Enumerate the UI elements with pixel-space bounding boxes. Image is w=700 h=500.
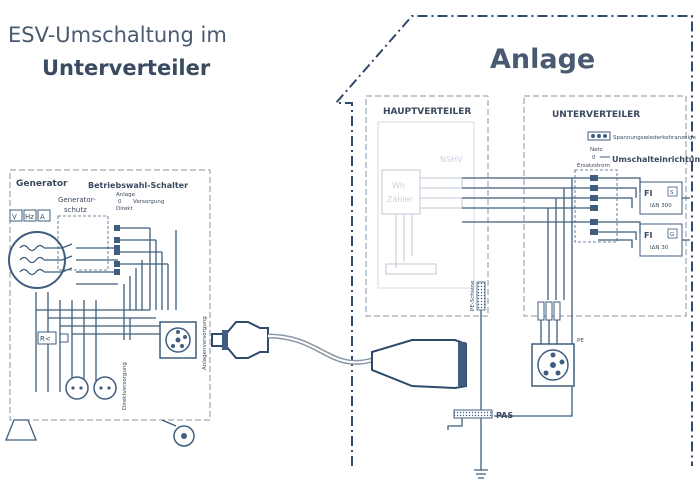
mode-direct: Direkt	[116, 206, 133, 212]
mode-zero: 0	[118, 199, 122, 205]
pe-rail	[476, 281, 486, 311]
rcd-30-tag: G	[670, 232, 674, 238]
opt-grid: Netz	[590, 147, 603, 153]
switchover-label: Umschalteinrichtung	[612, 155, 700, 164]
energy-meter-line2: Zähler	[387, 195, 414, 204]
gen-protection-line2: schutz	[64, 206, 87, 214]
sub-distribution: UNTERVERTEILER Spannungswiederkehranzeig…	[462, 95, 700, 387]
pe-label: PE	[577, 338, 584, 344]
rcd-300-rating: IΔN 300	[650, 203, 672, 209]
pas-label: PAS	[496, 411, 513, 420]
plant-supply-label: Anlagenversorgung	[202, 316, 208, 370]
opt-backup: Ersatzstrom	[577, 163, 610, 169]
relay	[37, 331, 57, 345]
mode-plant: Anlage	[116, 192, 136, 198]
main-distribution-label: HAUPTVERTEILER	[383, 107, 471, 117]
outlet-2	[93, 376, 117, 400]
rcd-300-tag: S	[670, 190, 674, 196]
title-line2: Unterverteiler	[42, 56, 211, 80]
opt-zero: 0	[592, 155, 596, 161]
energy-meter	[381, 169, 421, 215]
ground-icon	[474, 469, 488, 479]
plug	[211, 321, 269, 359]
plant-outline	[333, 15, 693, 466]
gen-protection-line1: Generator-	[58, 196, 96, 204]
rcd-30-rating: IΔN 30	[650, 245, 669, 251]
outlet-1	[65, 376, 89, 400]
pas: PAS	[447, 310, 573, 479]
mode-supply: Versorgung	[133, 199, 164, 205]
voltage-indicator-label: Spannungswiederkehranzeige	[613, 135, 696, 141]
sub-distribution-label: UNTERVERTEILER	[552, 110, 640, 120]
mode-switch-label: Betriebswahl-Schalter	[88, 181, 188, 190]
main-distribution: HAUPTVERTEILER NSHV Wh Zähler PE-Schiene	[365, 95, 489, 317]
rcd-30-name: FI	[644, 231, 652, 240]
meter-amp: A	[40, 213, 45, 221]
meter-hertz: Hz	[25, 213, 34, 221]
main-distribution-ghost: NSHV	[440, 155, 463, 164]
pe-rail-label: PE-Schiene	[470, 280, 476, 311]
cable-assembly	[211, 321, 467, 390]
title-line1: ESV-Umschaltung im	[8, 23, 227, 47]
energy-meter-line1: Wh	[392, 181, 405, 190]
coupler	[371, 339, 467, 390]
generator: Generator Betriebswahl-Schalter Anlage 0…	[5, 169, 211, 447]
relay-label: R<	[40, 335, 51, 343]
meter-volt: V	[12, 213, 17, 221]
direct-supply-label: Direktversorgung	[122, 362, 128, 410]
generator-label: Generator	[16, 179, 68, 189]
plant-label: Anlage	[490, 44, 595, 75]
pas-rail	[453, 409, 493, 419]
switchover-device	[574, 169, 618, 243]
rcd-300-name: FI	[644, 189, 652, 198]
